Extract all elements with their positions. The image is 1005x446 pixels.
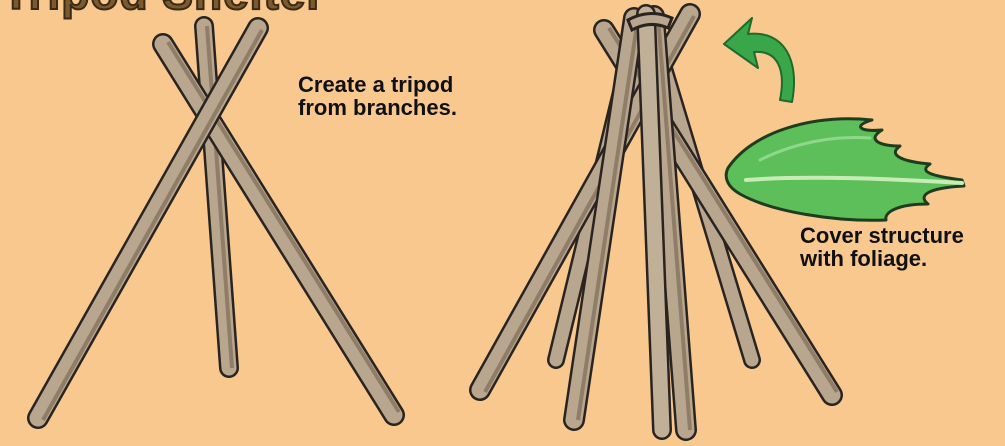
cover-caption: Cover structure with foliage. bbox=[800, 224, 964, 270]
leaf-icon bbox=[726, 119, 964, 220]
caption-line: Cover structure bbox=[800, 224, 964, 247]
caption-line: with foliage. bbox=[800, 247, 964, 270]
curved-arrow-icon bbox=[724, 18, 794, 102]
tripod-caption: Create a tripod from branches. bbox=[298, 73, 457, 119]
caption-line: Create a tripod bbox=[298, 73, 457, 96]
caption-line: from branches. bbox=[298, 96, 457, 119]
